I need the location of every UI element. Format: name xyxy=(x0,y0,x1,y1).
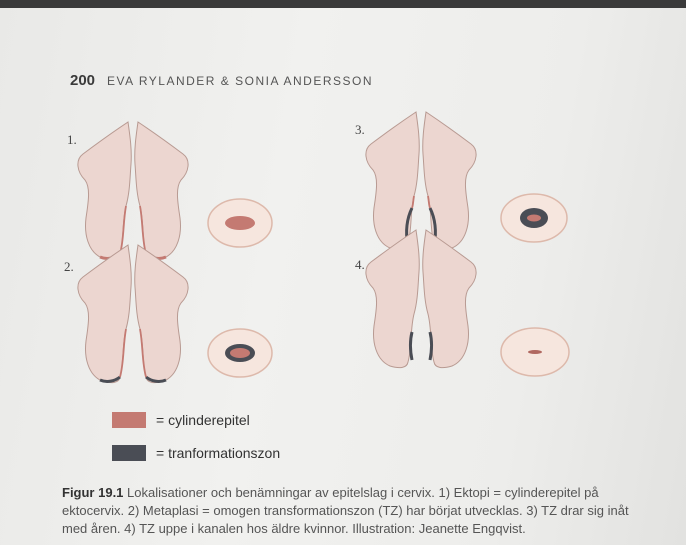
caption-text: Lokalisationer och benämningar av epitel… xyxy=(62,485,629,536)
caption-label: Figur 19.1 xyxy=(62,485,124,500)
panel-1-cervix xyxy=(77,121,189,261)
panel-3-cervix xyxy=(365,111,477,251)
panel-label-1: 1. xyxy=(67,132,77,147)
transformationszon-swatch xyxy=(112,445,146,461)
cervix-illustration xyxy=(77,111,570,384)
legend-transformationszon: = tranformationszon xyxy=(112,445,280,461)
panel-1-portio xyxy=(207,198,273,248)
panel-label-2: 2. xyxy=(64,259,74,274)
panel-3-portio xyxy=(500,193,568,243)
panel-2-tz-right xyxy=(145,375,167,383)
panel-4-cervix xyxy=(365,229,477,369)
panel-4-tz-left xyxy=(409,331,414,361)
panel-label-4: 4. xyxy=(355,257,365,272)
cylinderepitel-swatch xyxy=(112,412,146,428)
panel-1-cylinderepitel-area xyxy=(225,216,255,230)
figure-19-1: 1. 2. 3. 4. xyxy=(0,8,686,545)
panel-4-os xyxy=(528,350,542,354)
panel-2-cervix xyxy=(77,244,189,384)
panel-4-tz-right xyxy=(428,331,433,361)
panel-2-tz-left xyxy=(99,375,121,383)
panel-2-portio xyxy=(207,328,273,378)
panel-label-3: 3. xyxy=(355,122,365,137)
running-head: EVA RYLANDER & SONIA ANDERSSON xyxy=(107,74,373,88)
panel-2-cylinderepitel-area xyxy=(230,348,250,358)
book-page: 200 EVA RYLANDER & SONIA ANDERSSON 1. 2.… xyxy=(0,8,686,545)
panel-3-cylinderepitel-area xyxy=(527,214,541,222)
legend-label: = cylinderepitel xyxy=(156,412,250,428)
legend-cylinderepitel: = cylinderepitel xyxy=(112,412,250,428)
page-number: 200 xyxy=(70,72,96,89)
figure-caption: Figur 19.1 Lokalisationer och benämninga… xyxy=(62,484,646,538)
panel-4-portio xyxy=(500,327,570,377)
page-header: 200 EVA RYLANDER & SONIA ANDERSSON xyxy=(70,72,373,89)
legend-label: = tranformationszon xyxy=(156,445,281,461)
